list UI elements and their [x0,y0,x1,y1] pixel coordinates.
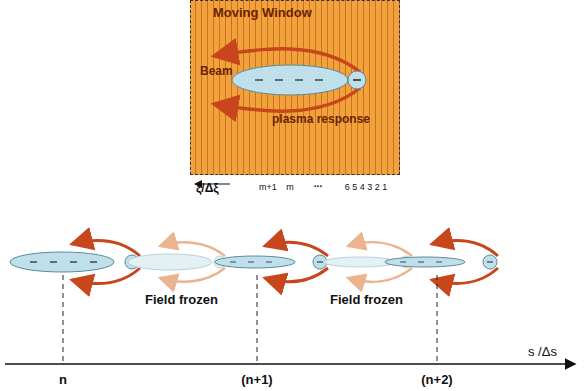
axis-label: ξ/Δξ [196,181,219,195]
field-frozen-label: Field frozen [330,292,403,307]
cell-index: m+1 [259,182,277,192]
beam-label: Beam [200,64,233,78]
step-label: (n+2) [421,372,452,387]
cell-ellipsis: ... [314,178,322,189]
cell-index: 6 5 4 3 2 1 [345,182,388,192]
field-frozen-label: Field frozen [145,292,218,307]
moving-window-box: Moving Window [190,0,400,175]
step-label: (n+1) [241,372,272,387]
window-title: Moving Window [213,5,312,20]
plasma-response-label: plasma response [272,112,370,126]
step-label: n [59,372,67,387]
axis-label: s /Δs [528,344,557,359]
cell-index: m [286,182,294,192]
